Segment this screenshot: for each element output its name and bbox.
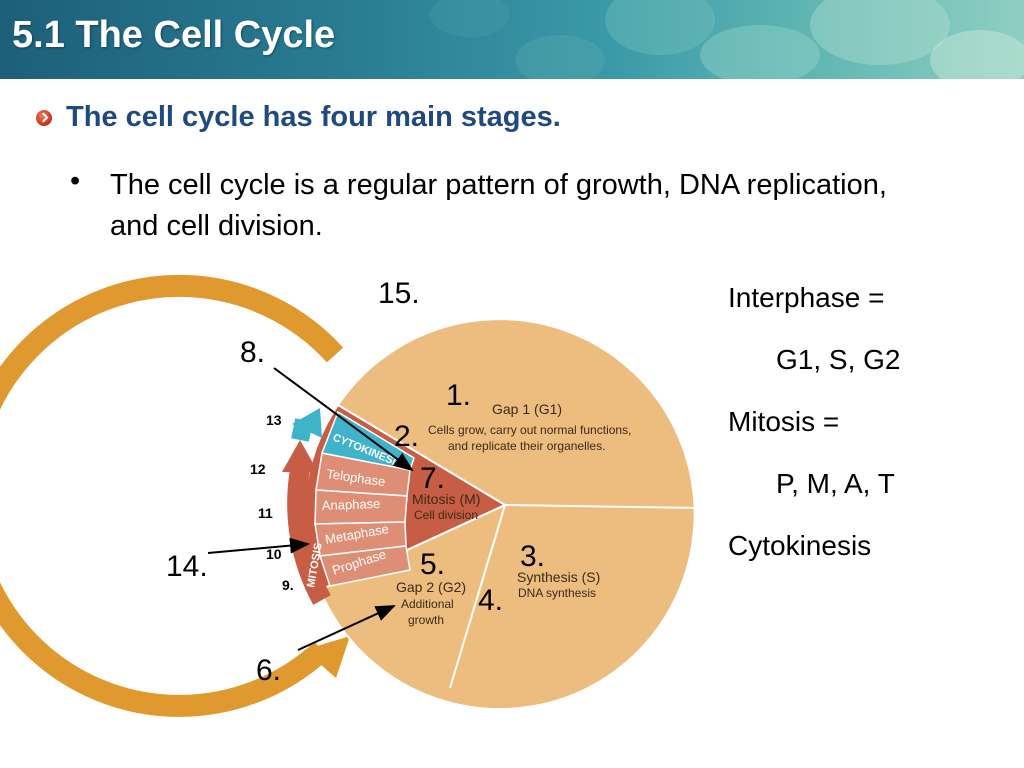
label-5: 5. bbox=[420, 548, 445, 581]
label-9: 9. bbox=[282, 577, 294, 593]
ring-arrowhead bbox=[304, 636, 350, 678]
cell-texture-background bbox=[430, 0, 1024, 79]
mitosis-items: P, M, A, T bbox=[776, 468, 895, 499]
sub-point: The cell cycle is a regular pattern of g… bbox=[110, 169, 887, 242]
label-8: 8. bbox=[240, 336, 265, 369]
title-banner: 5.1 The Cell Cycle bbox=[0, 0, 1024, 79]
label-3: 3. bbox=[520, 540, 545, 573]
mitosis-arrow bbox=[287, 468, 331, 605]
mitosis-arrowhead bbox=[282, 440, 318, 472]
divider-s-g2 bbox=[449, 504, 506, 689]
gap2-line2: growth bbox=[408, 613, 444, 627]
mitosis-m-desc: Cell division bbox=[414, 508, 478, 522]
cytokinesis-arrowhead bbox=[292, 408, 322, 438]
circle-arrow-bullet-icon bbox=[36, 110, 52, 126]
mitosis-m-title: Mitosis (M) bbox=[412, 491, 480, 507]
gap2-title: Gap 2 (G2) bbox=[396, 579, 466, 595]
divider-g1-s bbox=[504, 504, 701, 509]
main-point: The cell cycle has four main stages. bbox=[66, 101, 561, 133]
label-12: 12 bbox=[250, 461, 266, 477]
label-4: 4. bbox=[478, 584, 503, 617]
phase-label-anaphase: Anaphase bbox=[322, 496, 381, 513]
gap1-title: Gap 1 (G1) bbox=[492, 401, 562, 417]
cell-cycle-diagram: INTERPHASE MITOSIS CYTOKINESIS Telophase… bbox=[0, 274, 701, 717]
arrow-14 bbox=[207, 537, 310, 554]
gap1-line2: and replicate their organelles. bbox=[448, 439, 605, 453]
label-13: 13 bbox=[266, 412, 282, 428]
label-15: 15. bbox=[378, 277, 420, 310]
cytokinesis-note: Cytokinesis bbox=[728, 530, 872, 561]
gap2-line1: Additional bbox=[401, 597, 454, 611]
label-1: 1. bbox=[446, 379, 471, 412]
label-10: 10 bbox=[266, 546, 282, 562]
bullet-dot: • bbox=[70, 165, 81, 197]
synthesis-title: Synthesis (S) bbox=[517, 569, 600, 585]
label-2: 2. bbox=[394, 420, 419, 453]
arrow-6 bbox=[297, 605, 396, 651]
interphase-items: G1, S, G2 bbox=[776, 344, 901, 375]
interphase-label: INTERPHASE bbox=[460, 279, 569, 306]
label-14: 14. bbox=[166, 550, 208, 583]
phase-band-prophase bbox=[318, 545, 411, 587]
slide-title: 5.1 The Cell Cycle bbox=[12, 14, 336, 56]
mitosis-definition: Mitosis = bbox=[728, 406, 840, 437]
label-7: 7. bbox=[420, 462, 445, 495]
gap1-line1: Cells grow, carry out normal functions, bbox=[428, 423, 631, 437]
arrow-8 bbox=[273, 367, 414, 472]
interphase-wedge bbox=[318, 318, 696, 711]
label-11: 11 bbox=[258, 505, 273, 521]
label-6: 6. bbox=[256, 654, 281, 687]
interphase-definition: Interphase = bbox=[728, 282, 885, 313]
synthesis-desc: DNA synthesis bbox=[518, 586, 596, 600]
interphase-ring bbox=[0, 274, 344, 717]
